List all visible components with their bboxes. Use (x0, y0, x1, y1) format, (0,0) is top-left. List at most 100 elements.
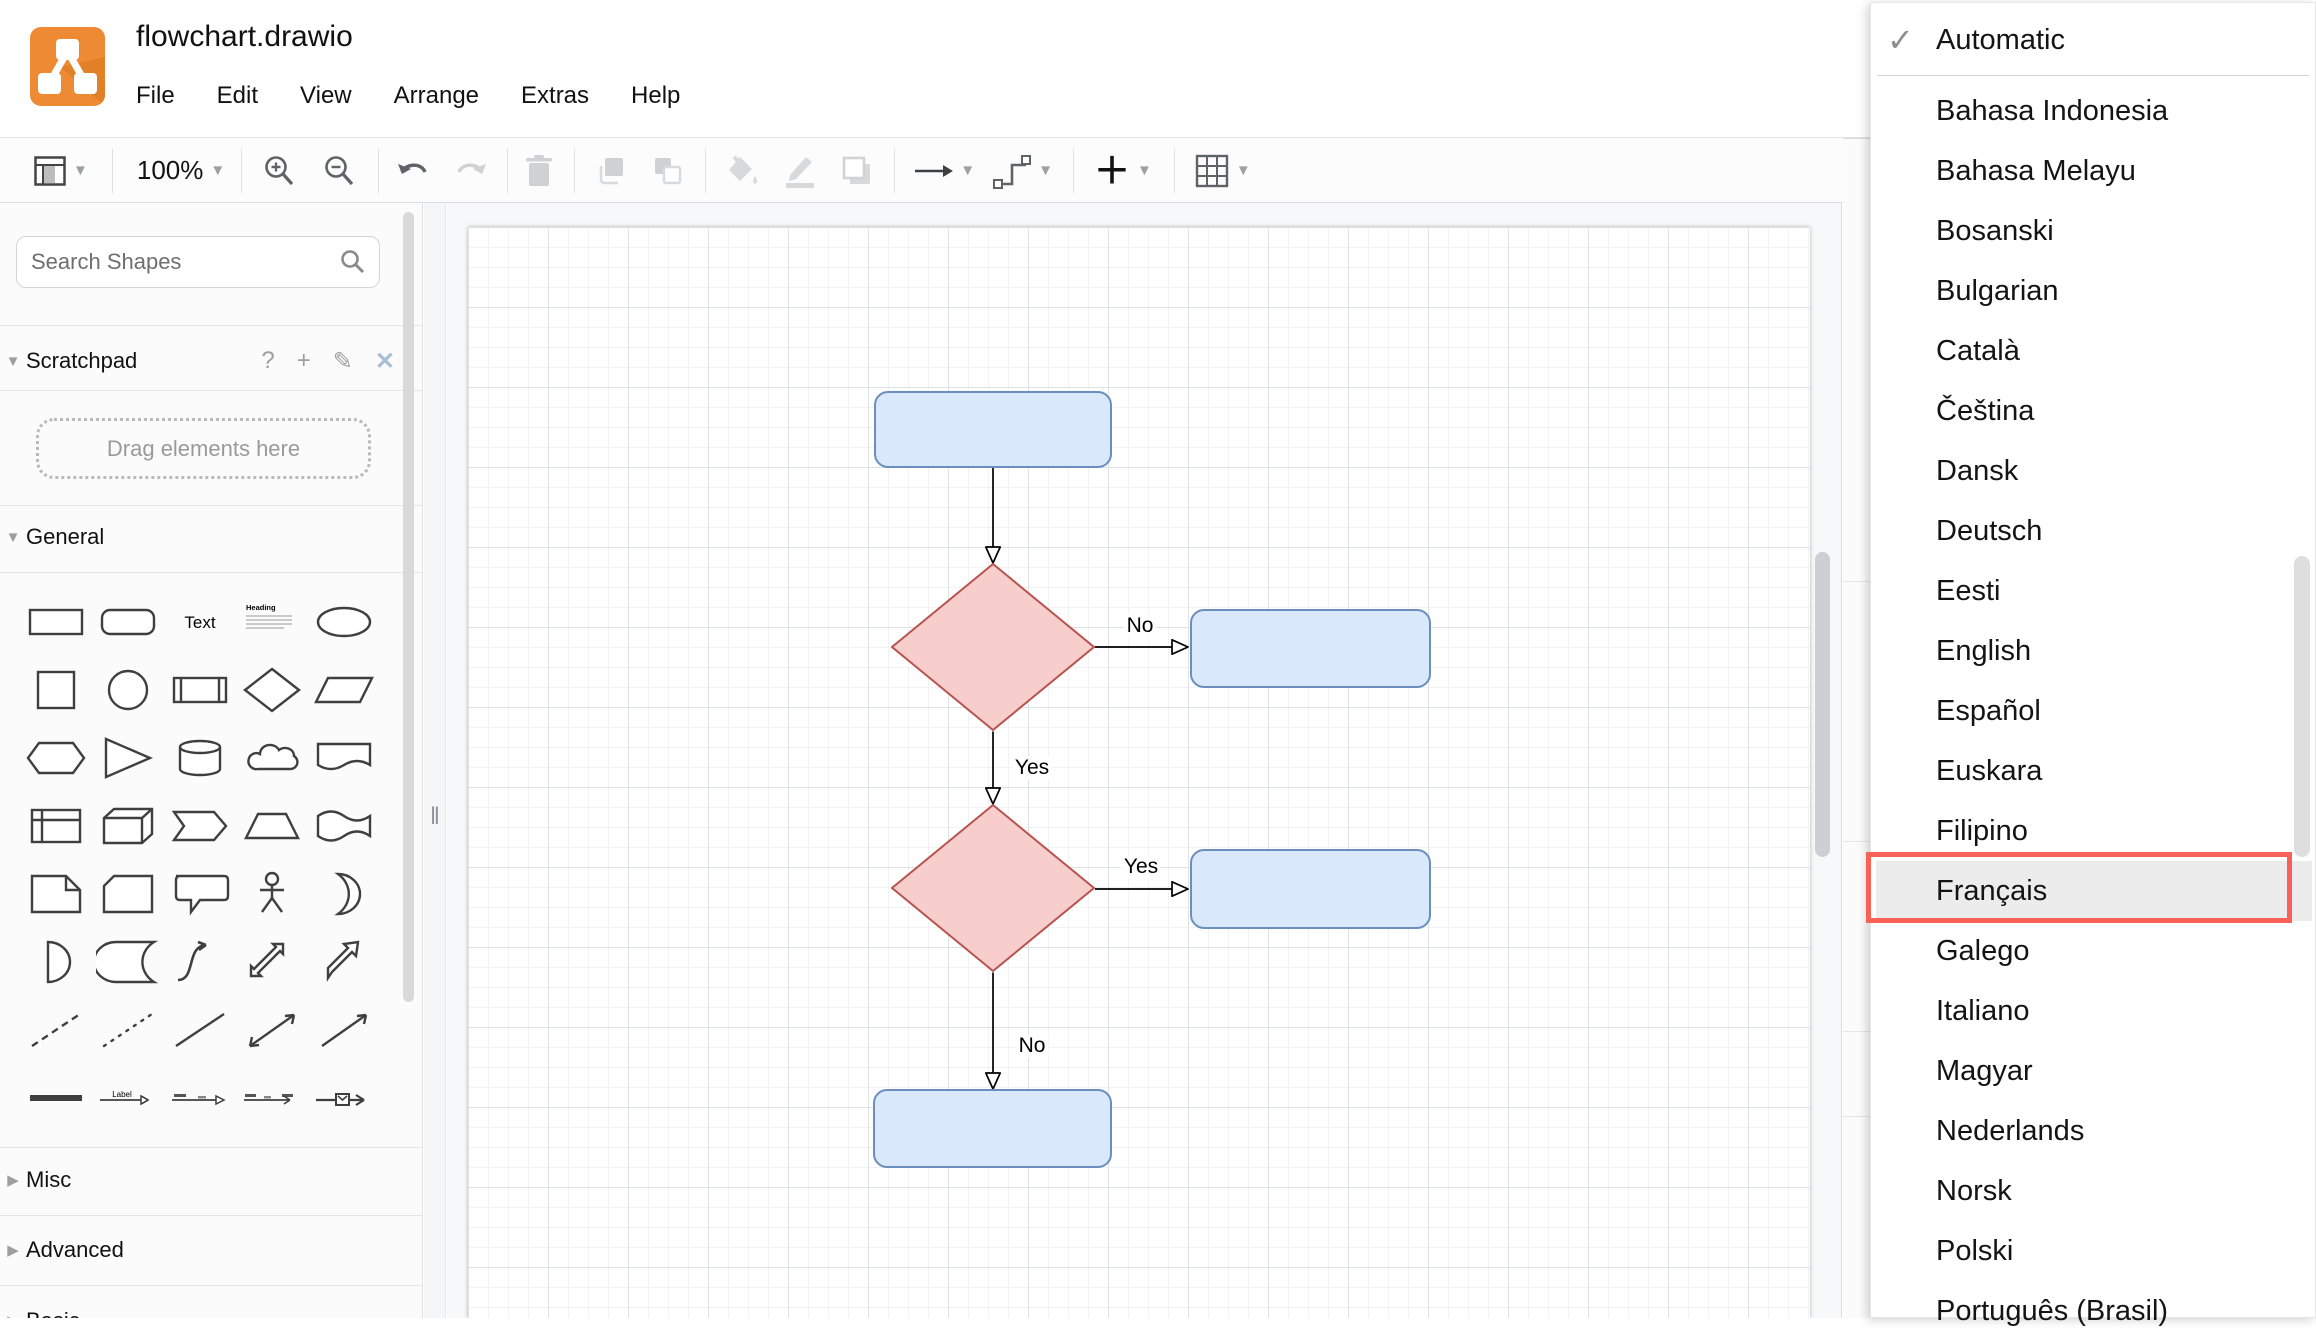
language-option-galego[interactable]: Galego (1871, 921, 2315, 981)
language-option--e-tina[interactable]: Čeština (1871, 381, 2315, 441)
shape-circle[interactable] (92, 656, 164, 724)
section-misc[interactable]: ▶ Misc (0, 1158, 422, 1202)
fill-color-button[interactable] (724, 148, 760, 194)
shape-callout[interactable] (164, 860, 236, 928)
sidebar-scrollbar[interactable] (403, 212, 414, 1002)
language-option-euskara[interactable]: Euskara (1871, 741, 2315, 801)
shape-cube[interactable] (92, 792, 164, 860)
language-option-automatic[interactable]: ✓Automatic (1871, 10, 2315, 70)
connection-button[interactable]: ▼ (913, 148, 975, 194)
language-option-polski[interactable]: Polski (1871, 1221, 2315, 1281)
shape-or[interactable] (308, 860, 380, 928)
shape-arrow[interactable] (308, 928, 380, 996)
flow-node-q1[interactable] (891, 563, 1095, 731)
undo-button[interactable] (395, 148, 431, 194)
edge-label[interactable]: Yes (1120, 855, 1162, 879)
shape-actor[interactable] (236, 860, 308, 928)
to-back-button[interactable] (651, 148, 685, 194)
shape-source-edge[interactable] (164, 1064, 236, 1132)
language-option-catal-[interactable]: Català (1871, 321, 2315, 381)
zoom-in-button[interactable] (262, 148, 296, 194)
edge-label[interactable]: No (1123, 614, 1157, 638)
delete-button[interactable] (524, 148, 554, 194)
zoom-level-button[interactable]: 100% ▼ (137, 148, 225, 194)
menu-item-view[interactable]: View (300, 82, 352, 109)
section-advanced[interactable]: ▶ Advanced (0, 1228, 422, 1272)
view-layout-button[interactable]: ▼ (34, 148, 88, 194)
language-option-english[interactable]: English (1871, 621, 2315, 681)
flow-node-repair[interactable] (873, 1089, 1112, 1168)
shape-link[interactable] (20, 1064, 92, 1132)
scratchpad-drop-area[interactable]: Drag elements here (36, 418, 371, 479)
language-option-italiano[interactable]: Italiano (1871, 981, 2315, 1041)
sidebar-resize-strip[interactable]: ‖ (424, 203, 446, 1318)
scratchpad-header[interactable]: ▼ Scratchpad ? + ✎ ✕ (0, 339, 422, 383)
language-option-deutsch[interactable]: Deutsch (1871, 501, 2315, 561)
shape-line[interactable] (164, 996, 236, 1064)
flow-node-start[interactable] (874, 391, 1112, 468)
menu-item-help[interactable]: Help (631, 82, 681, 109)
menu-item-file[interactable]: File (136, 82, 175, 109)
waypoints-button[interactable]: ▼ (993, 148, 1053, 194)
shape-bidirectional-arrow[interactable] (236, 928, 308, 996)
section-basic[interactable]: ▶ Basic (0, 1299, 422, 1318)
language-option-bulgarian[interactable]: Bulgarian (1871, 261, 2315, 321)
insert-button[interactable]: ＋ ▼ (1094, 148, 1152, 194)
flow-node-replace[interactable] (1190, 849, 1431, 929)
flow-node-q2[interactable] (891, 804, 1095, 972)
menu-item-extras[interactable]: Extras (521, 82, 590, 109)
shape-label-arrow[interactable]: Label (92, 1064, 164, 1132)
shape-trapezoid[interactable] (236, 792, 308, 860)
line-color-button[interactable] (782, 148, 818, 194)
language-option-bahasa-melayu[interactable]: Bahasa Melayu (1871, 141, 2315, 201)
language-option-espa-ol[interactable]: Español (1871, 681, 2315, 741)
language-menu-scrollbar[interactable] (2294, 556, 2310, 857)
shape-card[interactable] (92, 860, 164, 928)
shape-heading[interactable]: Heading (236, 588, 308, 656)
shape-cloud[interactable] (236, 724, 308, 792)
shape-parallelogram[interactable] (308, 656, 380, 724)
diagram-page[interactable] (468, 227, 1810, 1318)
shape-directional-connector[interactable] (308, 996, 380, 1064)
language-option-nederlands[interactable]: Nederlands (1871, 1101, 2315, 1161)
collapse-handle-icon[interactable]: ‖ (430, 803, 440, 830)
shape-data-storage[interactable] (92, 928, 164, 996)
edge-label[interactable]: No (1015, 1034, 1049, 1058)
menu-item-edit[interactable]: Edit (216, 82, 259, 109)
shadow-button[interactable] (840, 148, 874, 194)
shape-note[interactable] (20, 860, 92, 928)
language-option-bosanski[interactable]: Bosanski (1871, 201, 2315, 261)
language-option-dansk[interactable]: Dansk (1871, 441, 2315, 501)
shape-bidirectional-connector[interactable] (236, 996, 308, 1064)
shape-rounded-rectangle[interactable] (92, 588, 164, 656)
shape-search[interactable] (16, 236, 380, 288)
language-option-norsk[interactable]: Norsk (1871, 1161, 2315, 1221)
menu-item-arrange[interactable]: Arrange (393, 82, 480, 109)
language-option-fran-ais[interactable]: Français (1876, 861, 2312, 921)
add-icon[interactable]: + (296, 347, 311, 374)
shape-dashed-line[interactable] (20, 996, 92, 1064)
language-option-filipino[interactable]: Filipino (1871, 801, 2315, 861)
shape-step[interactable] (164, 792, 236, 860)
shape-triangle[interactable] (92, 724, 164, 792)
table-button[interactable]: ▼ (1195, 148, 1251, 194)
shape-hexagon[interactable] (20, 724, 92, 792)
help-icon[interactable]: ? (261, 347, 275, 374)
redo-button[interactable] (453, 148, 489, 194)
shape-labeled-edge[interactable] (236, 1064, 308, 1132)
shape-and[interactable] (20, 928, 92, 996)
shape-document[interactable] (308, 724, 380, 792)
language-option-eesti[interactable]: Eesti (1871, 561, 2315, 621)
edit-icon[interactable]: ✎ (332, 347, 353, 375)
section-general[interactable]: ▼ General (0, 515, 422, 559)
shape-diamond[interactable] (236, 656, 308, 724)
shape-internal-storage[interactable] (20, 792, 92, 860)
shape-dotted-line[interactable] (92, 996, 164, 1064)
language-option-magyar[interactable]: Magyar (1871, 1041, 2315, 1101)
shape-tape[interactable] (308, 792, 380, 860)
shape-text[interactable]: Text (164, 588, 236, 656)
shape-curve[interactable] (164, 928, 236, 996)
search-input[interactable] (31, 249, 339, 275)
canvas-scrollbar[interactable] (1815, 552, 1830, 857)
